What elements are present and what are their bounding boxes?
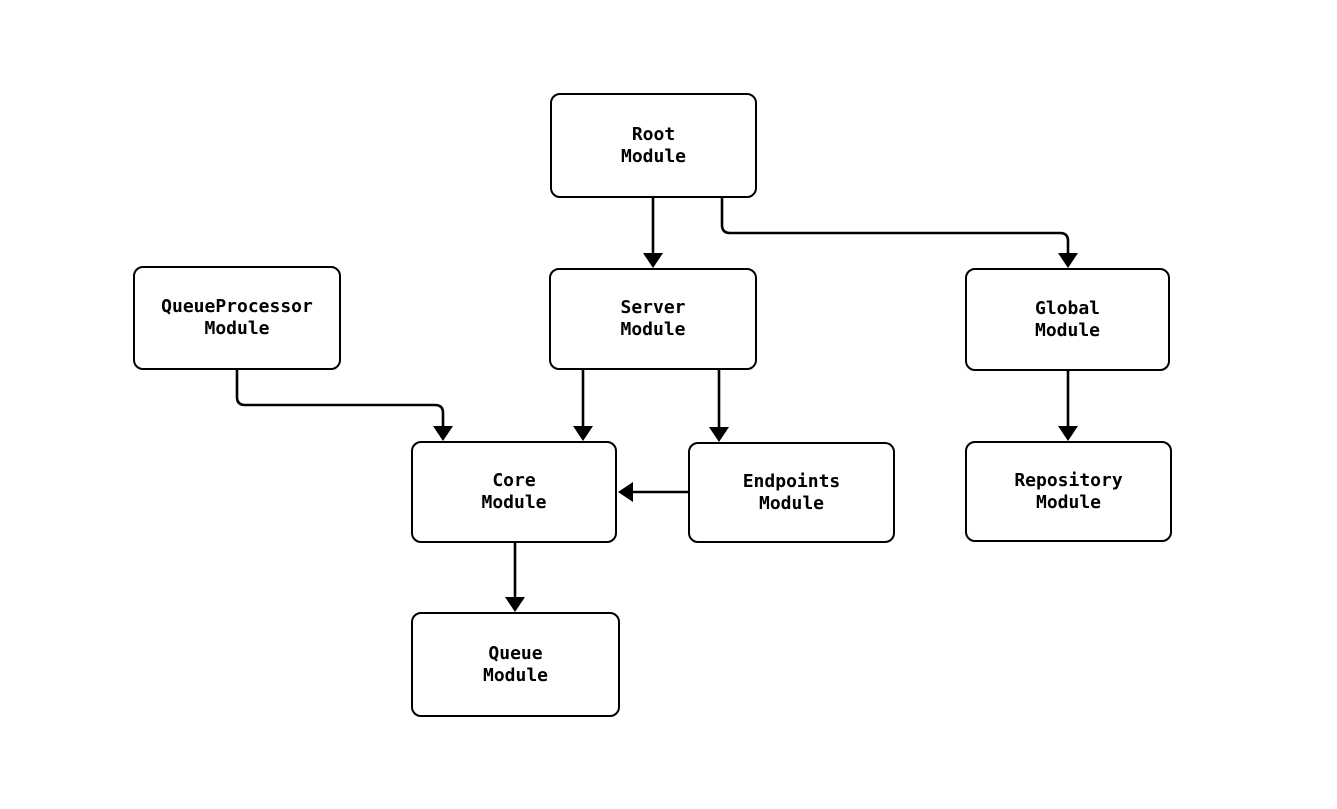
arrowhead-icon: [709, 427, 729, 442]
arrowhead-icon: [433, 426, 453, 441]
node-label: QueueProcessor: [161, 296, 313, 317]
node-sublabel: Module: [482, 664, 549, 686]
node-label: Global: [1034, 297, 1101, 319]
node-label: Repository: [1014, 469, 1123, 491]
arrowhead-icon: [1058, 253, 1078, 268]
node-sublabel: Module: [481, 492, 547, 513]
arrowhead-icon: [1058, 426, 1078, 441]
node-label: Core: [492, 470, 536, 491]
edge-queueprocessor-to-core: [235, 370, 445, 429]
node-sublabel: Module: [620, 319, 686, 340]
node-sublabel: Module: [620, 145, 687, 167]
node-sublabel: Module: [1035, 491, 1102, 513]
node-sublabel: Module: [204, 318, 270, 339]
node-sublabel: Module: [758, 492, 825, 514]
node-label: Endpoints: [742, 470, 841, 492]
arrowhead-icon: [573, 426, 593, 441]
node-label: Server: [620, 297, 686, 318]
arrowhead-icon: [618, 482, 633, 502]
node-label: Root: [631, 123, 676, 145]
node-sublabel: Module: [1034, 319, 1101, 341]
arrowhead-icon: [643, 253, 663, 268]
node-label: Queue: [488, 642, 543, 664]
edge-root-to-global: [720, 198, 1070, 256]
arrowhead-icon: [505, 597, 525, 612]
